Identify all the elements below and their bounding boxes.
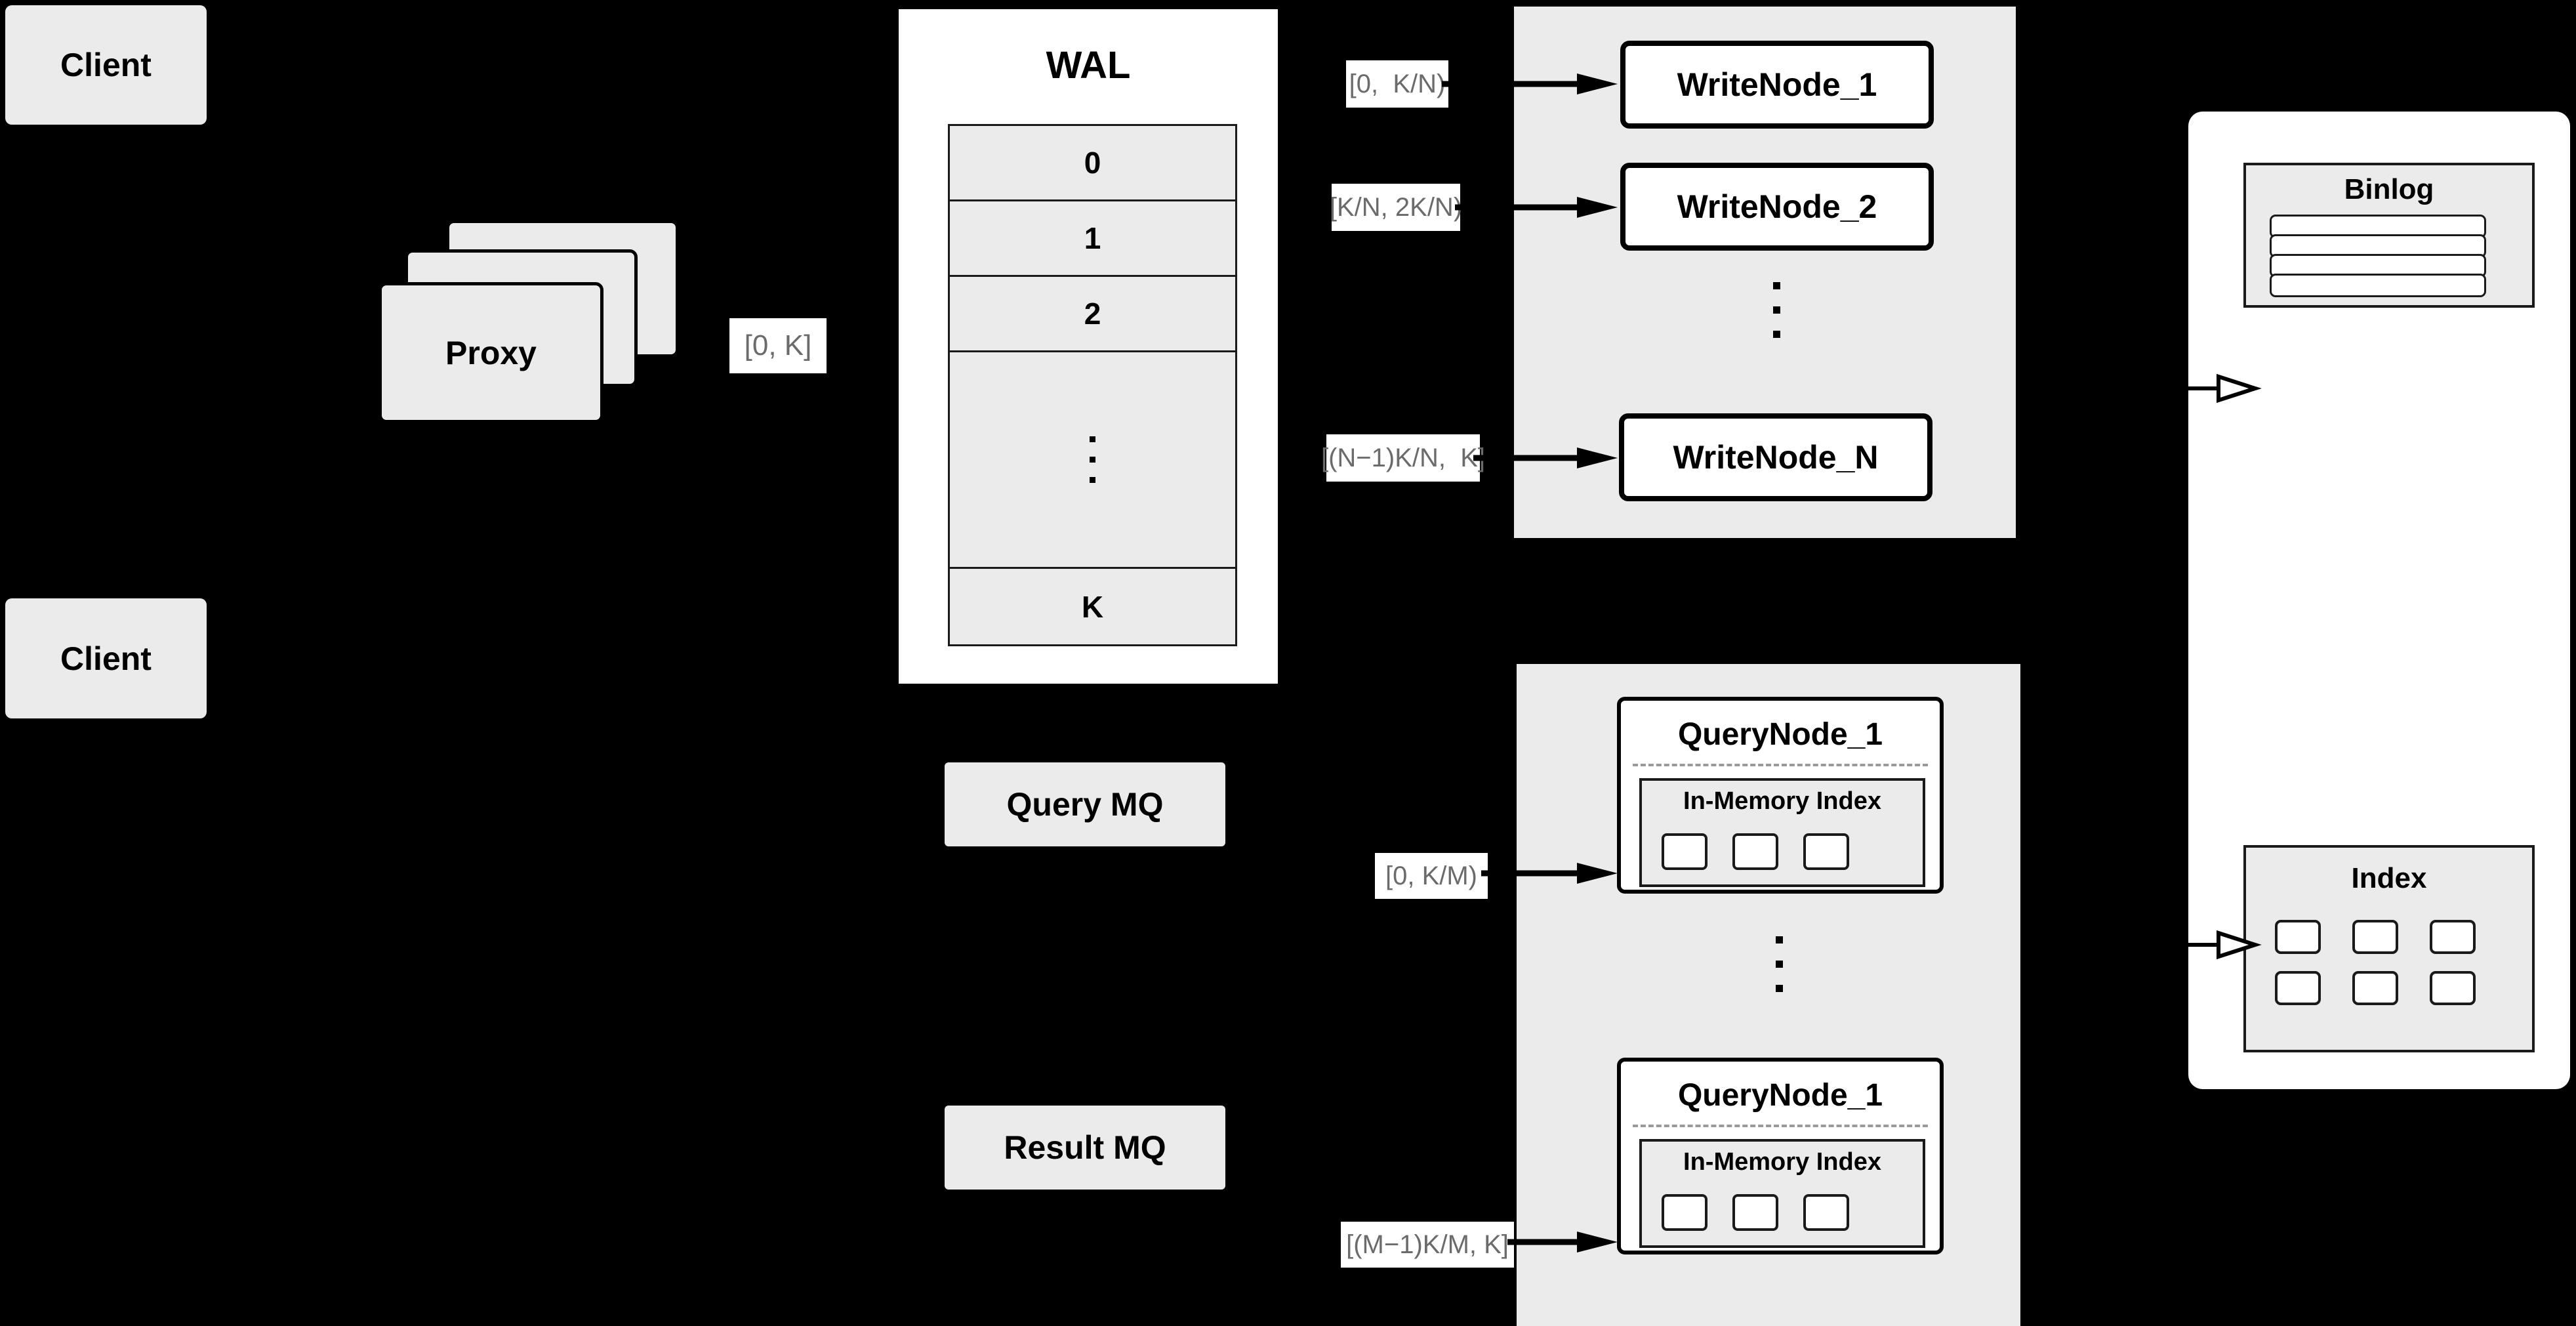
range-label-write-node-1: [0, K/N) bbox=[1346, 60, 1448, 108]
wal-row-1: 1 bbox=[950, 201, 1235, 277]
write-node-2-label: WriteNode_2 bbox=[1677, 188, 1877, 225]
query-node-2[interactable]: QueryNode_1 In-Memory Index bbox=[1617, 1058, 1944, 1254]
index-cell[interactable] bbox=[1732, 833, 1778, 870]
query-node-2-in-memory-index: In-Memory Index bbox=[1639, 1139, 1925, 1248]
ellipsis-dot-icon bbox=[1776, 961, 1783, 968]
index-cell[interactable] bbox=[1662, 1194, 1707, 1231]
query-node-1[interactable]: QueryNode_1 In-Memory Index bbox=[1617, 697, 1944, 894]
wal-panel: WAL 0 1 2 K bbox=[895, 5, 1282, 688]
wal-row-1-label: 1 bbox=[1084, 221, 1101, 255]
client-node-2[interactable]: Client bbox=[5, 598, 207, 718]
query-node-2-divider bbox=[1633, 1125, 1928, 1127]
ellipsis-dot-icon bbox=[1090, 457, 1095, 463]
wal-row-2: 2 bbox=[950, 277, 1235, 352]
range-label-query-node-2: [(M−1)K/M, K] bbox=[1341, 1222, 1514, 1268]
write-node-1[interactable]: WriteNode_1 bbox=[1620, 41, 1934, 129]
range-label-proxy-to-wal: [0, K] bbox=[729, 318, 827, 373]
store-index-cell[interactable] bbox=[2352, 920, 2398, 954]
query-node-1-divider bbox=[1633, 764, 1928, 766]
ellipsis-dot-icon bbox=[1090, 436, 1095, 442]
range-label-query-node-1: [0, K/M) bbox=[1375, 853, 1488, 899]
ellipsis-dot-icon bbox=[1773, 282, 1780, 289]
range-label-write-node-2-text: [K/N, 2K/N) bbox=[1329, 193, 1463, 222]
arrow-to-query-node-1 bbox=[1481, 863, 1618, 884]
wal-row-0-label: 0 bbox=[1084, 146, 1101, 180]
arrow-to-write-node-2 bbox=[1455, 197, 1618, 218]
store-index-cell[interactable] bbox=[2430, 920, 2476, 954]
wal-row-ellipsis bbox=[950, 352, 1235, 569]
query-node-1-in-memory-index: In-Memory Index bbox=[1639, 778, 1925, 887]
write-node-1-label: WriteNode_1 bbox=[1677, 66, 1877, 103]
ellipsis-dot-icon bbox=[1090, 477, 1095, 483]
index-cell[interactable] bbox=[1803, 1194, 1849, 1231]
wal-row-2-label: 2 bbox=[1084, 297, 1101, 331]
arrow-to-query-node-2 bbox=[1507, 1232, 1618, 1253]
wal-row-k-label: K bbox=[1081, 589, 1104, 624]
store-index-cell[interactable] bbox=[2275, 971, 2321, 1005]
write-node-n[interactable]: WriteNode_N bbox=[1619, 413, 1932, 501]
ellipsis-dot-icon bbox=[1773, 306, 1780, 314]
binlog-row[interactable] bbox=[2270, 274, 2486, 297]
store-index-box: Index bbox=[2243, 845, 2535, 1052]
index-cell[interactable] bbox=[1732, 1194, 1778, 1231]
arrow-to-store-index bbox=[2184, 930, 2262, 960]
result-mq-label: Result MQ bbox=[1004, 1129, 1166, 1166]
client-node-1-label: Client bbox=[60, 47, 152, 83]
range-label-query-node-1-text: [0, K/M) bbox=[1385, 861, 1478, 890]
query-mq-node[interactable]: Query MQ bbox=[945, 762, 1225, 846]
arrow-to-write-node-n bbox=[1473, 447, 1618, 468]
query-node-1-label: QueryNode_1 bbox=[1677, 717, 1883, 752]
arrow-to-write-node-1 bbox=[1442, 73, 1618, 94]
range-label-query-node-2-text: [(M−1)K/M, K] bbox=[1346, 1230, 1509, 1259]
query-node-1-index-title: In-Memory Index bbox=[1683, 787, 1881, 815]
ellipsis-dot-icon bbox=[1776, 936, 1783, 943]
binlog-box: Binlog bbox=[2243, 163, 2535, 308]
store-index-cell[interactable] bbox=[2430, 971, 2476, 1005]
write-node-2[interactable]: WriteNode_2 bbox=[1620, 163, 1934, 251]
range-label-write-node-1-text: [0, K/N) bbox=[1349, 70, 1446, 98]
range-label-write-node-n-text: [(N−1)K/N, K] bbox=[1320, 444, 1486, 472]
client-node-1[interactable]: Client bbox=[5, 5, 207, 125]
store-index-title: Index bbox=[2351, 862, 2427, 894]
range-label-write-node-2: [K/N, 2K/N) bbox=[1329, 184, 1463, 231]
query-node-2-index-title: In-Memory Index bbox=[1683, 1148, 1881, 1176]
query-cluster-ellipsis bbox=[1776, 936, 1783, 992]
store-engine-panel: Store Engine Binlog Index bbox=[2188, 112, 2570, 1089]
query-mq-label: Query MQ bbox=[1006, 786, 1164, 823]
range-label-write-node-n: [(N−1)K/N, K] bbox=[1321, 434, 1485, 482]
write-cluster-ellipsis bbox=[1773, 282, 1780, 338]
index-cell[interactable] bbox=[1662, 833, 1707, 870]
store-index-cell[interactable] bbox=[2275, 920, 2321, 954]
proxy-node[interactable]: Proxy bbox=[378, 282, 603, 423]
result-mq-node[interactable]: Result MQ bbox=[945, 1106, 1225, 1190]
wal-row-0: 0 bbox=[950, 126, 1235, 201]
ellipsis-dot-icon bbox=[1776, 985, 1783, 992]
index-cell[interactable] bbox=[1803, 833, 1849, 870]
wal-row-k: K bbox=[950, 569, 1235, 644]
arrow-to-binlog bbox=[2184, 373, 2262, 404]
binlog-title: Binlog bbox=[2344, 173, 2434, 205]
write-node-n-label: WriteNode_N bbox=[1673, 439, 1879, 476]
proxy-node-label: Proxy bbox=[445, 334, 537, 371]
wal-title: WAL bbox=[1046, 44, 1131, 87]
range-label-proxy-to-wal-text: [0, K] bbox=[744, 329, 812, 362]
ellipsis-dot-icon bbox=[1773, 331, 1780, 338]
query-node-2-label: QueryNode_1 bbox=[1677, 1078, 1883, 1113]
wal-table: 0 1 2 K bbox=[948, 124, 1237, 646]
client-node-2-label: Client bbox=[60, 640, 152, 677]
store-index-cell[interactable] bbox=[2352, 971, 2398, 1005]
